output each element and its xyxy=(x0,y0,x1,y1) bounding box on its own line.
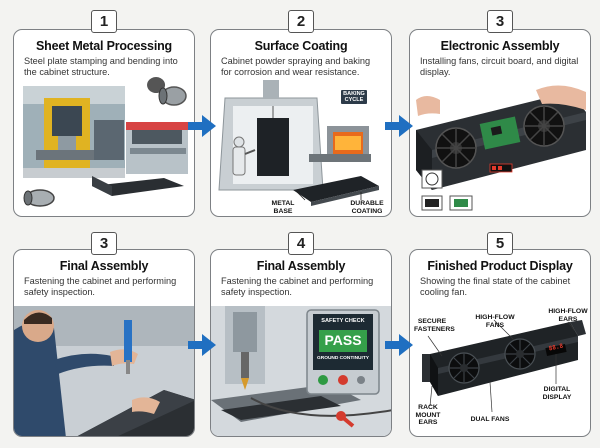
step-panel-sheet-metal: Sheet Metal Processing Steel plate stamp… xyxy=(13,29,195,217)
flow-arrow-5-to-6 xyxy=(385,334,413,356)
inspection-station-illustration xyxy=(211,306,391,436)
step-description: Fastening the cabinet and performing saf… xyxy=(24,276,177,297)
step-description: Fastening the cabinet and performing saf… xyxy=(221,276,374,297)
finished-fan-unit-illustration xyxy=(422,319,586,413)
step-title: Sheet Metal Processing xyxy=(36,39,172,53)
safety-check-screen-title: SAFETY CHECK xyxy=(321,318,365,324)
step-title: Final Assembly xyxy=(59,259,149,273)
step-badge-1: 1 xyxy=(91,10,117,33)
spray-booth-illustration xyxy=(218,80,379,206)
dual-fans-label: DUAL FANS xyxy=(470,416,510,423)
step-description: Installing fans, circuit board, and digi… xyxy=(420,56,579,77)
baking-cycle-sign: BAKING CYCLE xyxy=(341,90,367,104)
digital-display-label: DIGITAL DISPLAY xyxy=(542,386,572,401)
step-description: Showing the final state of the cabinet c… xyxy=(420,276,571,297)
step-panel-surface-coating: Surface Coating Cabinet powder spraying … xyxy=(210,29,392,217)
step-title: Surface Coating xyxy=(254,39,348,53)
ground-continuity-readout: GROUND CONTINUITY xyxy=(317,356,369,361)
step-title: Finished Product Display xyxy=(427,259,573,273)
step-panel-electronic-assembly: Electronic Assembly Installing fans, cir… xyxy=(409,29,591,217)
technician-fastening-illustration xyxy=(14,306,194,436)
rack-mount-ears-label: RACK MOUNT EARS xyxy=(415,404,441,426)
step-description: Steel plate stamping and bending into th… xyxy=(24,56,178,77)
step-badge-5: 4 xyxy=(288,232,314,255)
step-panel-final-assembly-b: Final Assembly Fastening the cabinet and… xyxy=(210,249,392,437)
pass-indicator: PASS xyxy=(324,332,362,348)
flow-arrow-2-to-3 xyxy=(385,115,413,137)
step-badge-3: 3 xyxy=(487,10,513,33)
sheet-metal-illustration xyxy=(23,77,188,207)
fan-unit-assembly-illustration xyxy=(416,85,586,211)
flow-arrow-4-to-5 xyxy=(188,334,216,356)
high-flow-fans-label: HIGH-FLOW FANS xyxy=(475,314,515,329)
step-badge-6: 5 xyxy=(487,232,513,255)
step-badge-4: 3 xyxy=(91,232,117,255)
step-panel-finished-product: Finished Product Display Showing the fin… xyxy=(409,249,591,437)
flow-arrow-1-to-2 xyxy=(188,115,216,137)
step-title: Electronic Assembly xyxy=(440,39,560,53)
durable-coating-label: DURABLE COATING xyxy=(350,200,384,215)
metal-base-label: METAL BASE xyxy=(271,200,295,215)
step-description: Cabinet powder spraying and baking for c… xyxy=(221,56,371,77)
high-flow-ears-label: HIGH-FLOW EARS xyxy=(548,308,588,323)
secure-fasteners-label: SECURE FASTENERS xyxy=(414,318,455,333)
step-panel-final-assembly-a: Final Assembly Fastening the cabinet and… xyxy=(13,249,195,437)
step-title: Final Assembly xyxy=(256,259,346,273)
step-badge-2: 2 xyxy=(288,10,314,33)
